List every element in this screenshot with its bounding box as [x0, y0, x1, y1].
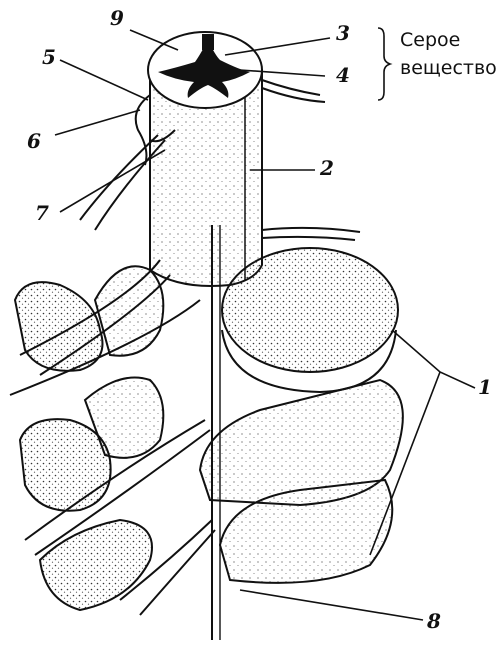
label-5: 5: [42, 45, 56, 69]
gray-matter-label-line2: вещество: [400, 57, 497, 79]
label-4: 4: [336, 63, 350, 87]
label-3: 3: [336, 21, 350, 45]
label-1: 1: [478, 375, 492, 399]
gray-matter-label-line1: Серое: [400, 29, 460, 51]
label-8: 8: [426, 609, 441, 633]
label-7: 7: [35, 201, 49, 225]
label-6: 6: [27, 129, 41, 153]
vertebral-bodies: [200, 248, 403, 583]
label-2: 2: [319, 156, 334, 180]
label-9: 9: [110, 6, 124, 30]
